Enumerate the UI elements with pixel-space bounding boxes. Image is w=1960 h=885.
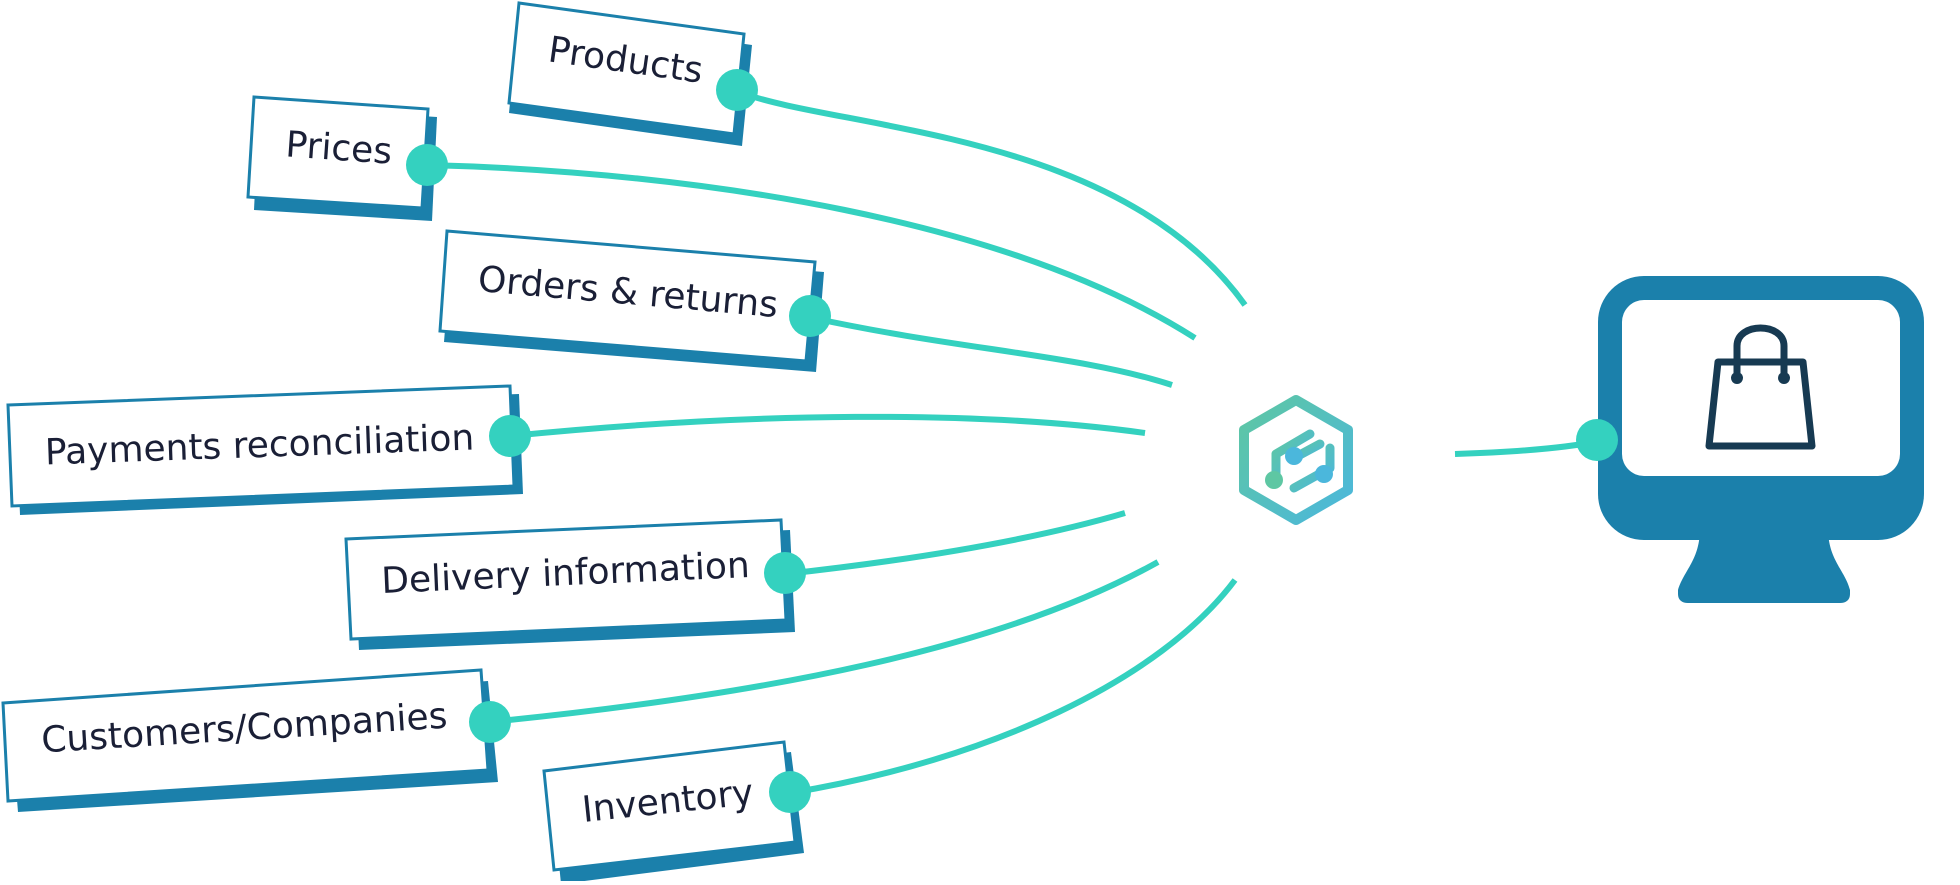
source-products: Products <box>507 1 758 146</box>
monitor-stand <box>1678 528 1850 603</box>
connector-node <box>489 415 531 457</box>
connector-node <box>716 69 758 111</box>
integration-hub-icon <box>1239 395 1353 525</box>
connector-node <box>1576 419 1618 461</box>
connector-inventory <box>789 578 1238 796</box>
connector-node <box>789 295 831 337</box>
connector-customers <box>489 559 1160 725</box>
connector-payments <box>509 413 1146 439</box>
connector-products <box>737 89 1248 307</box>
connector-orders <box>812 315 1173 388</box>
source-customers: Customers/Companies <box>1 668 511 812</box>
monitor-screen <box>1622 300 1900 476</box>
source-inventory: Inventory <box>542 740 811 884</box>
source-delivery: Delivery information <box>344 518 806 650</box>
source-orders: Orders & returns <box>438 229 831 372</box>
connector-node <box>406 144 448 186</box>
connector-prices <box>427 162 1197 341</box>
source-payments: Payments reconciliation <box>6 384 531 515</box>
connector-node <box>764 552 806 594</box>
source-label: Prices <box>284 124 393 172</box>
connector-node <box>469 701 511 743</box>
connector-delivery <box>784 510 1126 577</box>
connector-node <box>769 771 811 813</box>
source-prices: Prices <box>246 95 448 221</box>
shopping-bag-icon <box>1705 324 1816 450</box>
shopping-bag-monitor-icon <box>1576 276 1924 603</box>
connector-lines <box>427 89 1601 796</box>
